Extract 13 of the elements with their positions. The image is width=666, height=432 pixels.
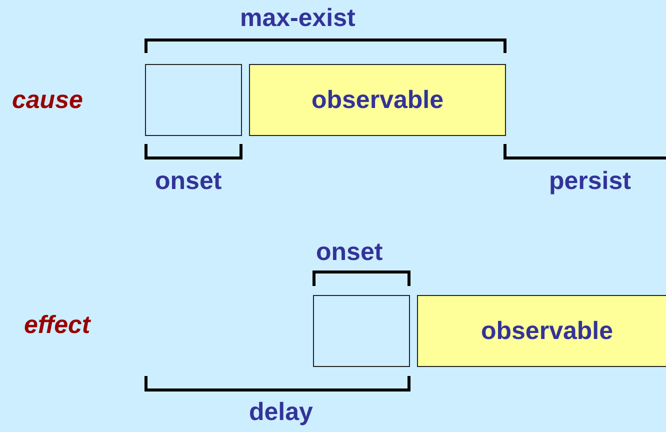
dimension-label: delay — [249, 398, 313, 427]
observable-bar — [249, 64, 506, 136]
onset-box — [313, 295, 410, 367]
dimension-label: max-exist — [240, 4, 356, 33]
bar-label: observable — [311, 86, 444, 114]
row-label: effect — [24, 311, 90, 340]
dimension-label: onset — [316, 238, 383, 267]
onset-box — [145, 64, 242, 136]
dimension-label: onset — [155, 167, 222, 196]
bar-label: observable — [480, 316, 613, 346]
observable-bar — [417, 295, 666, 367]
dimension-label: persist — [549, 167, 631, 196]
row-label: cause — [12, 86, 83, 115]
